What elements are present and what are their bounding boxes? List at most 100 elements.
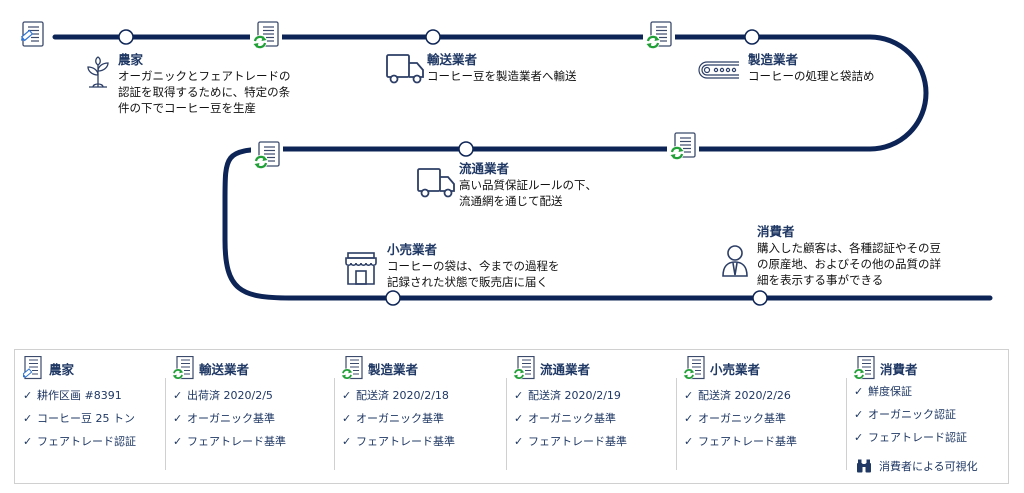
document-sync-icon: [684, 356, 705, 380]
ledger-column-retailer: 小売業者 ✓配送済 2020/2/26 ✓オーガニック基準 ✓フェアトレード基準: [676, 356, 846, 470]
document-sync-icon: [251, 140, 283, 172]
document-sync-icon: [854, 356, 875, 380]
check-icon: ✓: [23, 412, 33, 425]
truck-icon: [386, 54, 424, 84]
ledger-panel: 農家 ✓耕作区画 #8391 ✓コーヒー豆 25 トン ✓フェアトレード認証 輸…: [14, 349, 1009, 484]
ledger-column-farmer: 農家 ✓耕作区画 #8391 ✓コーヒー豆 25 トン ✓フェアトレード認証: [15, 356, 165, 466]
check-icon: ✓: [342, 389, 352, 402]
stage-node-shipper: [425, 29, 441, 45]
stage-title: 農家: [118, 52, 144, 67]
path-line: [52, 34, 993, 301]
person-icon: [722, 245, 748, 277]
stage-title: 小売業者: [387, 242, 438, 257]
ledger-item: ✓フェアトレード認証: [23, 430, 136, 453]
ledger-list: ✓配送済 2020/2/26 ✓オーガニック基準 ✓フェアトレード基準: [684, 384, 797, 453]
ledger-item: ✓オーガニック基準: [173, 407, 286, 430]
stage-title: 製造業者: [748, 52, 799, 67]
conveyor-icon: [698, 61, 739, 79]
ledger-column-distributor: 流通業者 ✓配送済 2020/2/19 ✓オーガニック基準 ✓フェアトレード基準: [506, 356, 676, 470]
stage-farmer: 農家 オーガニックとフェアトレードの 認証を取得するために、特定の条 件の下でコ…: [118, 52, 291, 116]
stage-node-retailer: [385, 290, 401, 306]
check-icon: ✓: [854, 385, 864, 398]
check-icon: ✓: [684, 435, 694, 448]
check-icon: ✓: [342, 435, 352, 448]
document-sync-icon: [667, 131, 699, 163]
stage-retailer: 小売業者 コーヒーの袋は、今までの過程を 記録された状態で販売店に届く: [387, 242, 560, 290]
column-divider: [676, 378, 677, 470]
ledger-title: 輸送業者: [199, 361, 250, 377]
stage-desc-line: コーヒー豆を製造業者へ輸送: [427, 69, 577, 83]
stage-desc-line: 認証を取得するために、特定の条: [118, 85, 291, 99]
column-divider: [334, 378, 335, 470]
ledger-column-shipper: 輸送業者 ✓出荷済 2020/2/5 ✓オーガニック基準 ✓フェアトレード基準: [165, 356, 335, 470]
check-icon: ✓: [514, 435, 524, 448]
ledger-item: ✓オーガニック基準: [514, 407, 627, 430]
ledger-item: ✓配送済 2020/2/19: [514, 384, 627, 407]
check-icon: ✓: [173, 389, 183, 402]
stage-title: 輸送業者: [427, 52, 478, 67]
ledger-item: ✓オーガニック基準: [342, 407, 455, 430]
stage-manufacturer: 製造業者 コーヒーの処理と袋詰め: [748, 52, 875, 84]
check-icon: ✓: [514, 389, 524, 402]
ledger-column-consumer: 消費者 ✓鮮度保証 ✓オーガニック認証 ✓フェアトレード認証 消費者による可視化: [846, 356, 1006, 473]
ledger-title: 流通業者: [540, 361, 591, 377]
store-icon: [345, 252, 377, 285]
ledger-title: 消費者: [880, 361, 918, 377]
stage-distributor: 流通業者 高い品質保証ルールの下、 流通網を通じて配送: [459, 161, 597, 209]
ledger-list: ✓配送済 2020/2/18 ✓オーガニック基準 ✓フェアトレード基準: [342, 384, 455, 453]
stage-consumer: 消費者 購入した顧客は、各種認証やその豆 の原産地、およびその他の品質の詳 細を…: [757, 224, 941, 288]
stage-title: 消費者: [757, 224, 795, 239]
check-icon: ✓: [173, 412, 183, 425]
ledger-item: ✓コーヒー豆 25 トン: [23, 407, 136, 430]
ledger-item: ✓配送済 2020/2/26: [684, 384, 797, 407]
check-icon: ✓: [23, 435, 33, 448]
column-divider: [846, 378, 847, 470]
supply-chain-path: [20, 20, 993, 306]
stage-desc-line: 細を表示する事ができる: [757, 273, 884, 287]
ledger-item: ✓配送済 2020/2/18: [342, 384, 455, 407]
ledger-title: 小売業者: [710, 361, 761, 377]
ledger-item: ✓フェアトレード認証: [854, 426, 967, 449]
stage-node-farmer: [118, 29, 134, 45]
stage-desc-line: 流通網を通じて配送: [459, 194, 563, 208]
stage-node-consumer: [752, 290, 768, 306]
ledger-item: ✓フェアトレード基準: [342, 430, 455, 453]
column-divider: [506, 378, 507, 470]
ledger-item: ✓鮮度保証: [854, 380, 967, 403]
check-icon: ✓: [684, 412, 694, 425]
stage-desc-line: コーヒーの処理と袋詰め: [748, 69, 875, 83]
stage-desc-line: の原産地、およびその他の品質の詳: [757, 257, 941, 271]
ledger-column-manufacturer: 製造業者 ✓配送済 2020/2/18 ✓オーガニック基準 ✓フェアトレード基準: [334, 356, 504, 470]
document-edit-icon: [23, 356, 42, 380]
ledger-item: ✓オーガニック基準: [684, 407, 797, 430]
ledger-list: ✓出荷済 2020/2/5 ✓オーガニック基準 ✓フェアトレード基準: [173, 384, 286, 453]
check-icon: ✓: [854, 431, 864, 444]
check-icon: ✓: [684, 389, 694, 402]
document-edit-icon: [20, 20, 49, 50]
document-sync-icon: [173, 356, 194, 380]
plant-icon: [87, 56, 109, 88]
ledger-item: ✓フェアトレード基準: [514, 430, 627, 453]
stage-title: 流通業者: [459, 161, 510, 176]
document-sync-icon: [643, 20, 675, 52]
ledger-list: ✓配送済 2020/2/19 ✓オーガニック基準 ✓フェアトレード基準: [514, 384, 627, 453]
ledger-list: ✓鮮度保証 ✓オーガニック認証 ✓フェアトレード認証: [854, 380, 967, 449]
ledger-item: ✓フェアトレード基準: [684, 430, 797, 453]
ledger-item: ✓フェアトレード基準: [173, 430, 286, 453]
check-icon: ✓: [173, 435, 183, 448]
ledger-item: ✓出荷済 2020/2/5: [173, 384, 286, 407]
ledger-title: 製造業者: [368, 361, 419, 377]
stage-desc-line: コーヒーの袋は、今までの過程を: [387, 259, 560, 273]
ledger-title: 農家: [49, 361, 75, 377]
check-icon: ✓: [514, 412, 524, 425]
document-sync-icon: [250, 20, 282, 52]
column-divider: [165, 378, 166, 470]
ledger-item: ✓耕作区画 #8391: [23, 384, 136, 407]
check-icon: ✓: [23, 389, 33, 402]
document-sync-icon: [514, 356, 535, 380]
binoculars-icon: [857, 459, 871, 473]
consumer-visibility-label: 消費者による可視化: [879, 460, 978, 473]
check-icon: ✓: [342, 412, 352, 425]
stage-desc-line: オーガニックとフェアトレードの: [118, 69, 291, 83]
stage-desc-line: 記録された状態で販売店に届く: [387, 275, 548, 289]
